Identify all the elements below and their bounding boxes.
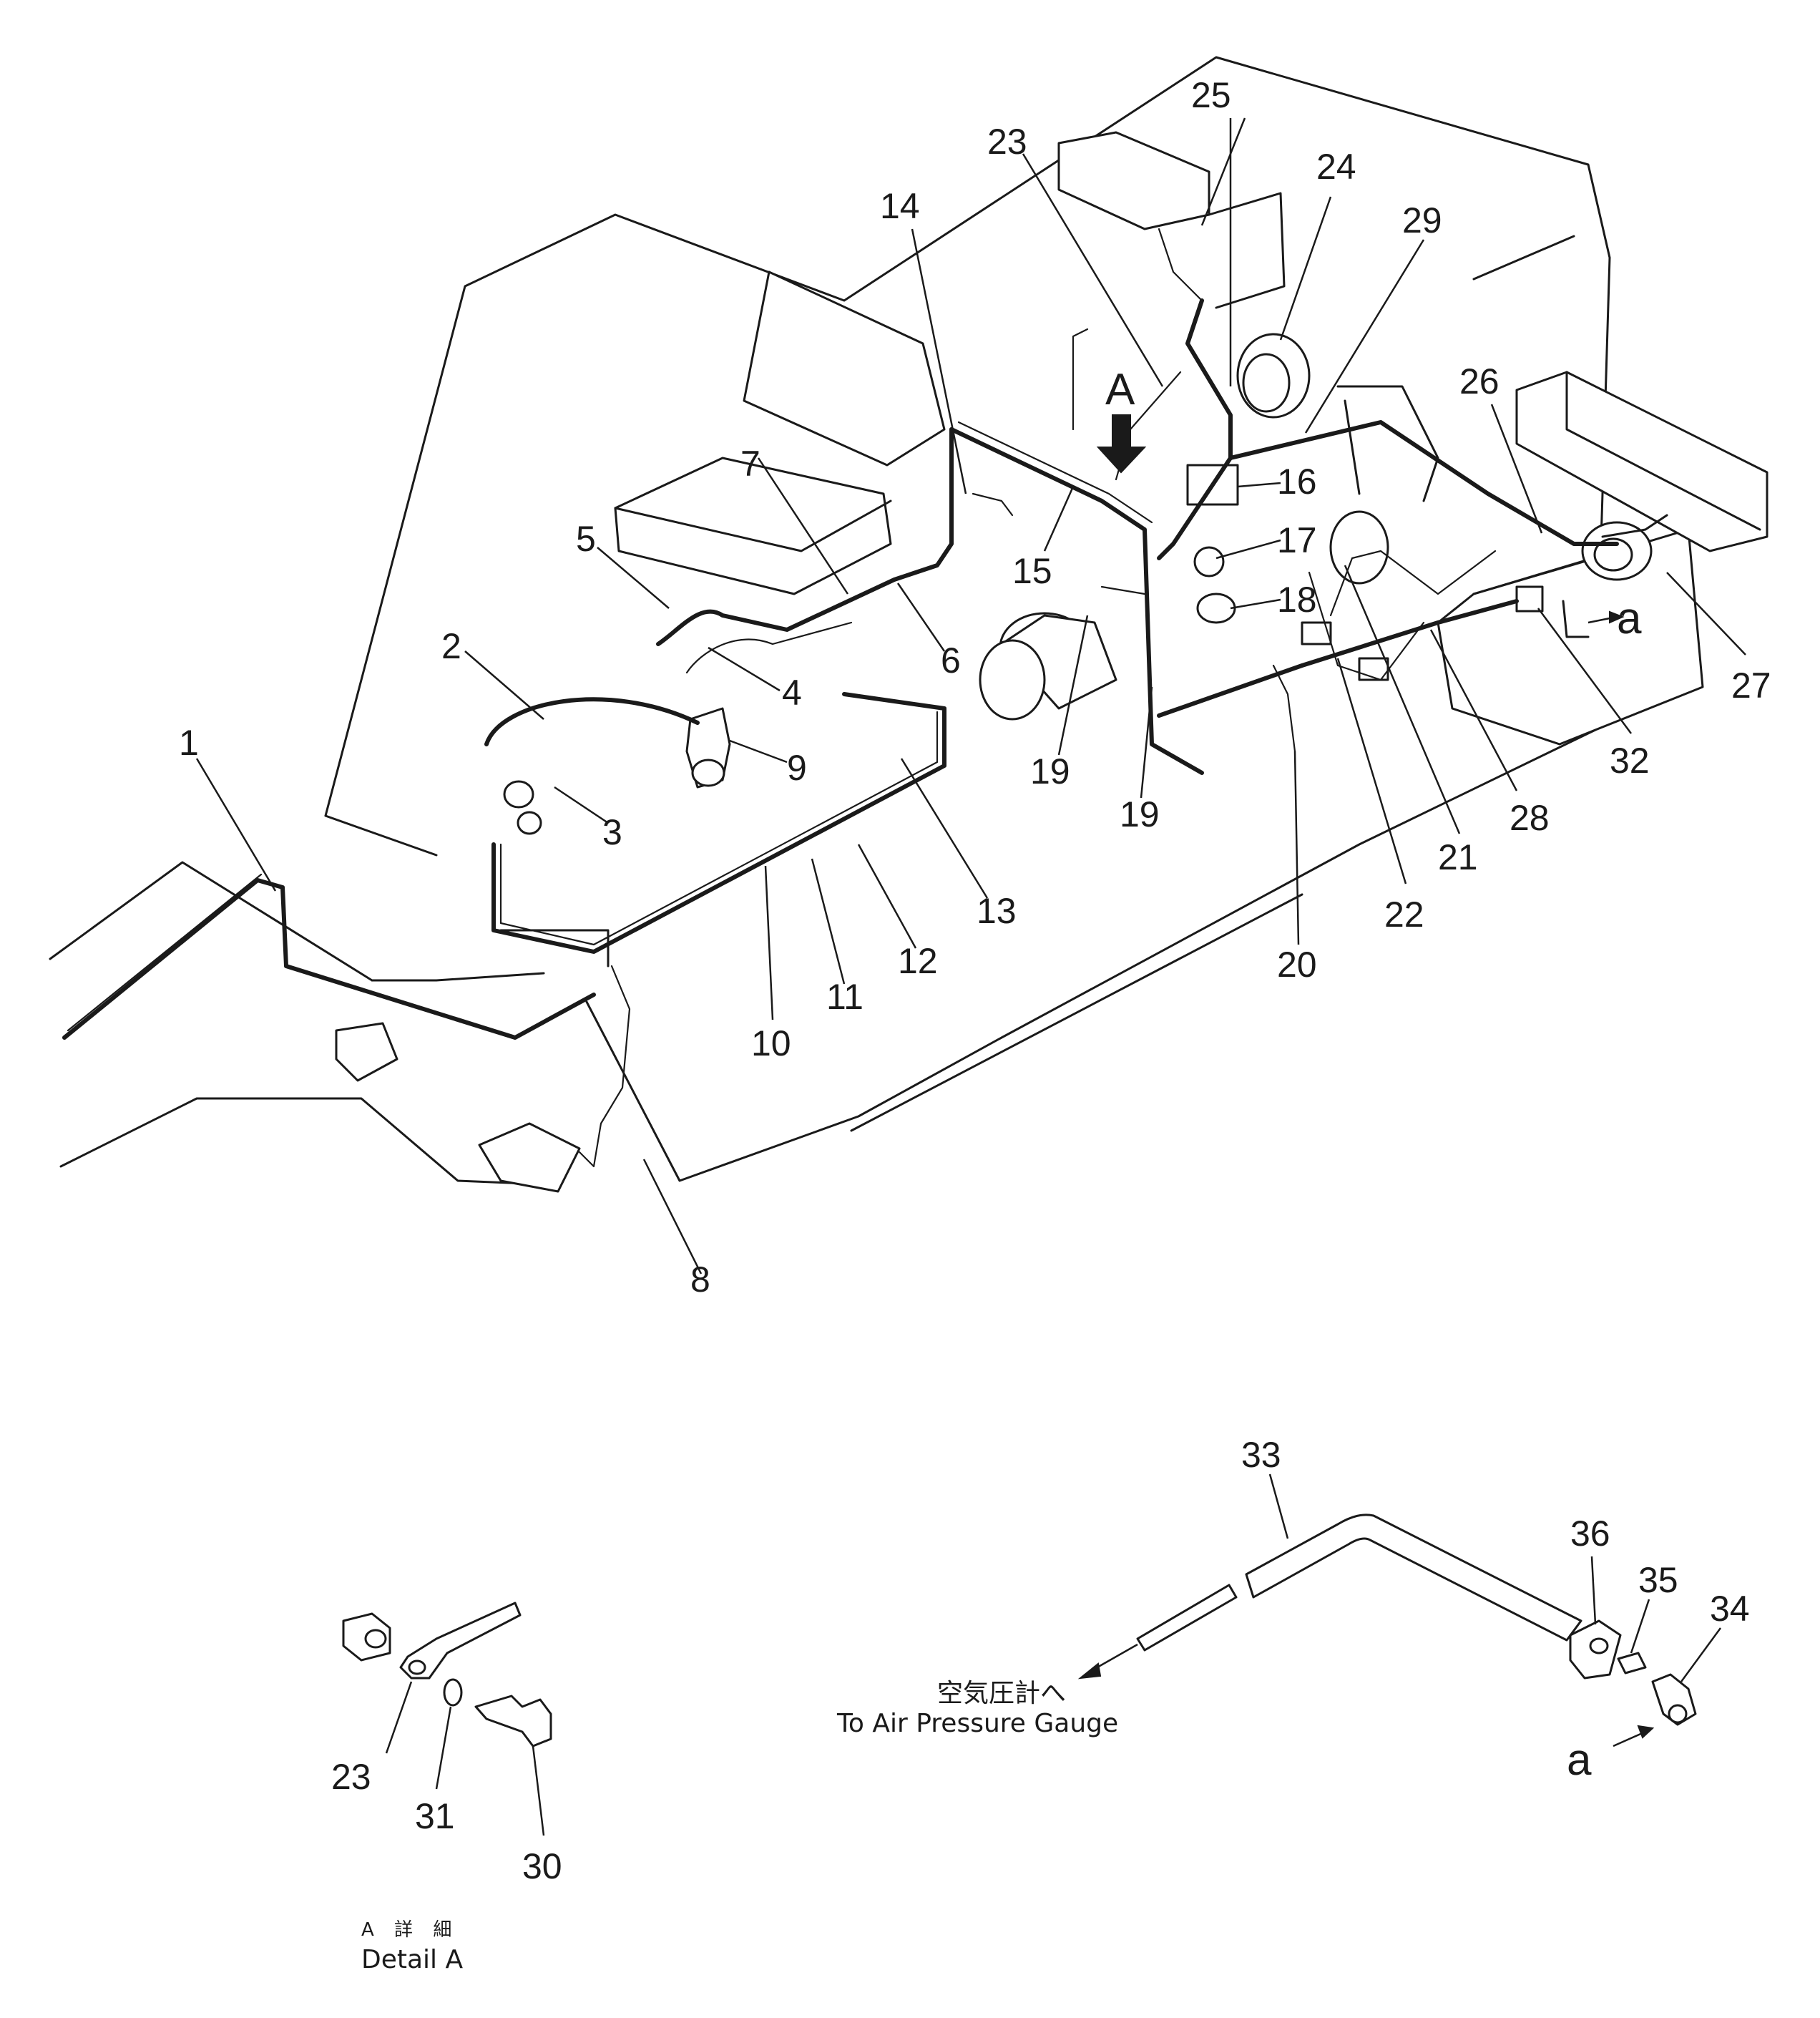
callout-22: 22	[1384, 895, 1424, 935]
callout-12: 12	[898, 941, 938, 981]
wire-harness	[62, 228, 1668, 1168]
callout-4: 4	[782, 673, 802, 713]
callout-1: 1	[179, 723, 199, 763]
callout-2: 2	[441, 626, 461, 666]
port-a-upper-label: a	[1617, 594, 1642, 643]
detail-a-caption-jp: A 詳 細	[361, 1919, 459, 1941]
callout-9: 9	[787, 748, 807, 788]
main-callouts: 1 2 3 4 5 6 7 8 9 10 11 12 13 14 15 16 1…	[179, 75, 1771, 1300]
detail-a: 23 31 30 A 詳 細 Detail A	[331, 1602, 562, 1974]
callout-29: 29	[1402, 200, 1442, 240]
port-a-lower-label: a	[1567, 1735, 1592, 1785]
callout-23-detail: 23	[331, 1757, 371, 1797]
leader-lines	[195, 117, 1746, 1274]
callout-13: 13	[977, 891, 1017, 931]
machine-body	[49, 56, 1611, 1186]
callout-10: 10	[751, 1023, 791, 1063]
callout-34: 34	[1710, 1589, 1750, 1629]
callout-17: 17	[1277, 520, 1317, 560]
callout-33: 33	[1241, 1435, 1281, 1475]
callout-7: 7	[740, 444, 760, 484]
rear-components	[335, 131, 1768, 1193]
callout-30: 30	[522, 1846, 562, 1886]
operator-seat	[614, 270, 946, 595]
callout-32: 32	[1610, 741, 1650, 781]
callout-24: 24	[1316, 147, 1356, 187]
air-gauge-note-en: To Air Pressure Gauge	[836, 1709, 1118, 1738]
callout-21: 21	[1438, 837, 1478, 877]
arrow-a-label: A	[1105, 365, 1135, 414]
callout-11: 11	[826, 977, 863, 1017]
callout-16: 16	[1277, 462, 1317, 502]
callout-36: 36	[1570, 1514, 1610, 1554]
callout-23: 23	[987, 122, 1027, 162]
callout-31: 31	[415, 1796, 455, 1836]
callout-28: 28	[1510, 798, 1550, 838]
callout-3: 3	[602, 812, 622, 852]
view-arrow-a: A	[1096, 365, 1147, 474]
callout-26: 26	[1459, 361, 1499, 401]
callout-18: 18	[1277, 580, 1317, 620]
air-gauge-note-jp: 空気圧計へ	[937, 1679, 1066, 1708]
callout-19b: 19	[1120, 794, 1160, 834]
callout-5: 5	[576, 519, 596, 559]
callout-25: 25	[1191, 75, 1231, 115]
callout-20: 20	[1277, 945, 1317, 985]
callout-14: 14	[880, 186, 920, 226]
callout-27: 27	[1731, 666, 1771, 706]
air-hose-assembly: a 33 34 35 36 空気圧計へ To Air Pressure Gaug…	[836, 1435, 1750, 1785]
callout-15: 15	[1012, 551, 1052, 591]
callout-6: 6	[941, 640, 961, 681]
callout-19a: 19	[1030, 751, 1070, 791]
callout-35: 35	[1638, 1560, 1678, 1600]
port-a-upper: a	[1562, 594, 1642, 643]
callout-8: 8	[690, 1259, 710, 1300]
detail-a-caption-en: Detail A	[361, 1945, 463, 1974]
